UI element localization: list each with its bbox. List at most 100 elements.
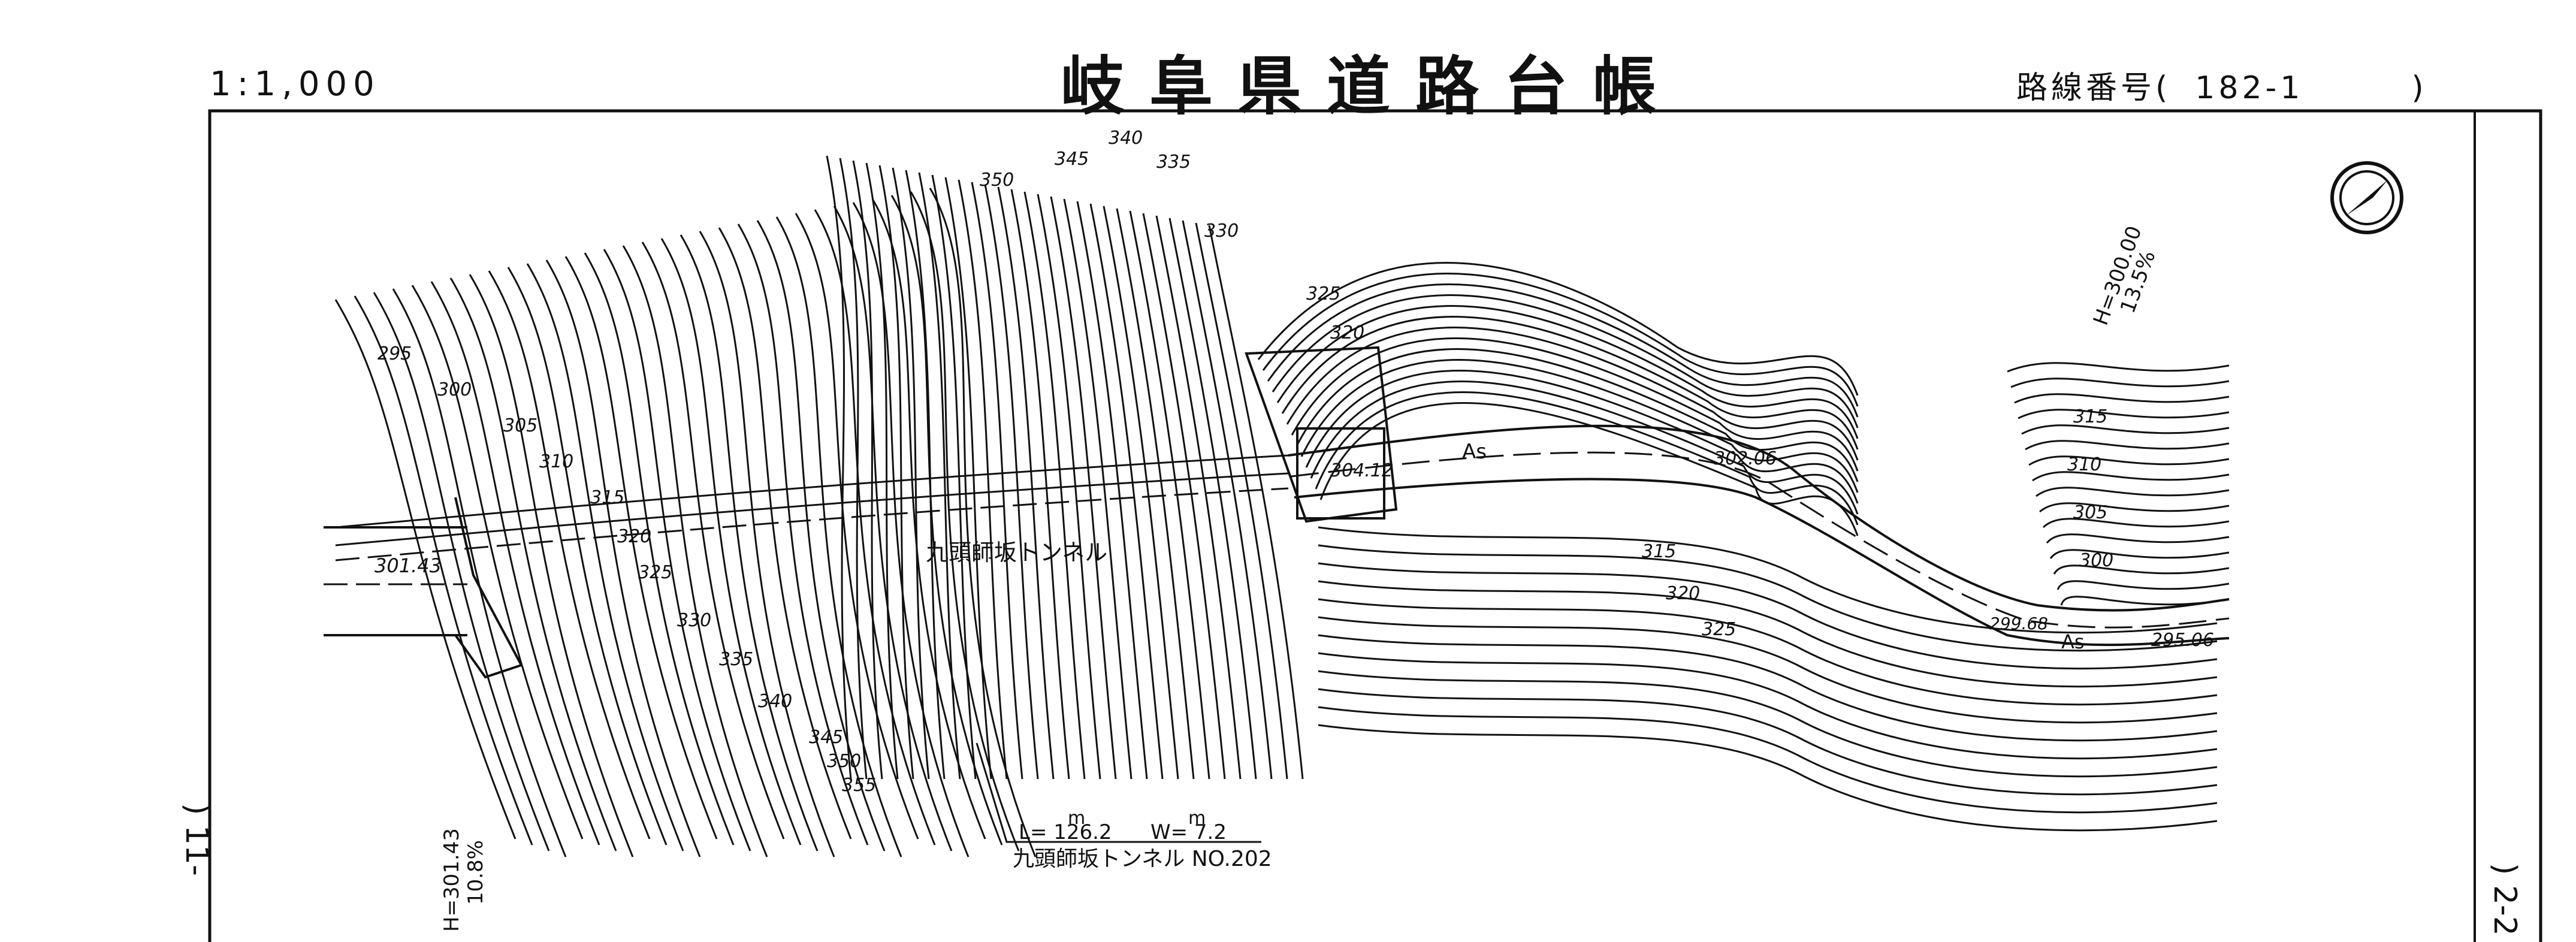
contour-line [1089, 203, 1164, 780]
contour-label: 320 [1330, 322, 1364, 343]
scale-label: 1:1,000 [210, 65, 380, 104]
contour-line [507, 267, 668, 846]
caption-leader [976, 742, 1261, 843]
contour-line [411, 285, 584, 840]
contour-line [1318, 670, 2218, 778]
contour-line [1208, 225, 1304, 780]
contour-line [1318, 598, 2218, 706]
contour-line [1295, 348, 1859, 482]
tunnel-length-unit: m [1068, 808, 1085, 829]
contour-line [699, 231, 835, 858]
contour-line [2010, 378, 2230, 388]
contour-line [449, 277, 617, 852]
contour-label: 320 [1666, 583, 1700, 604]
contour-line [334, 299, 517, 840]
contour-label: 340 [1109, 128, 1143, 149]
contour-label: 305 [2073, 502, 2107, 523]
surface-label-tunnel: As [1462, 440, 1487, 464]
contour-line [1182, 220, 1273, 780]
contour-label: 320 [617, 526, 651, 547]
contour-label: 335 [1156, 152, 1191, 173]
map-frame [208, 109, 2542, 942]
contour-line [839, 158, 868, 780]
contour-line [1023, 191, 1086, 780]
contour-line [488, 270, 651, 840]
grade-left-pct: 10.8% [464, 840, 488, 905]
contour-line [871, 198, 986, 840]
contour-label: 335 [719, 649, 753, 670]
contour-line [2032, 471, 2230, 482]
elevation-east-a: 299.68 [1989, 614, 2048, 633]
contour-label: 340 [758, 691, 792, 712]
contour-line [1318, 688, 2218, 796]
contour-line [2018, 409, 2230, 419]
tunnel-length: L= 126.2 [1019, 820, 1112, 844]
contour-line [622, 245, 768, 858]
contour-label: 330 [1204, 221, 1239, 241]
contour-line [1318, 562, 2218, 670]
contour-line [865, 162, 899, 780]
contour-line [852, 160, 883, 780]
contour-line [833, 206, 953, 852]
contour-line [1318, 526, 2218, 634]
contour-line [971, 182, 1023, 780]
contour-line [958, 179, 1008, 780]
contour-line [1318, 724, 2218, 832]
contour-line [2025, 440, 2230, 451]
contour-line [2049, 549, 2230, 559]
contour-line [1103, 206, 1179, 780]
contour-line [2039, 502, 2230, 513]
west-road [324, 497, 523, 679]
contour-label: 355 [842, 775, 876, 796]
contour-label: 315 [1642, 541, 1676, 562]
contour-line [1318, 580, 2218, 688]
contour-line [469, 274, 634, 858]
contour-line [1010, 189, 1070, 780]
contour-line [2053, 564, 2230, 575]
route-number-value: 182-1 [2195, 70, 2304, 106]
contour-line [2042, 518, 2230, 529]
contour-line [1129, 210, 1210, 780]
contour-line [1142, 213, 1226, 780]
contour-label: 300 [437, 379, 472, 400]
contour-line [1050, 196, 1117, 780]
contour-line [931, 174, 977, 780]
contour-line [1305, 370, 1859, 504]
contour-line [1262, 273, 1859, 407]
contour-label: 330 [677, 610, 711, 631]
right-edge-mark: ) 2-2 [2487, 863, 2523, 936]
contour-line [354, 295, 533, 846]
contour-line [1310, 381, 1859, 515]
contour-labels: 2953003053103153203253303353403453503553… [378, 128, 2113, 796]
contour-line [1116, 208, 1195, 780]
contour-label: 345 [809, 727, 843, 748]
contour-line [756, 220, 886, 852]
contour-line [660, 238, 802, 846]
contour-line [1318, 652, 2218, 760]
tunnel-width-unit: m [1188, 808, 1206, 829]
road [1288, 424, 2230, 647]
contour-line [852, 202, 970, 858]
tunnel-portal [1245, 346, 1398, 523]
contour-label: 325 [1702, 619, 1736, 640]
contour-line [392, 288, 567, 858]
contour-line [910, 191, 1020, 852]
elevation-tunnel-east: 304.12 [1330, 460, 1393, 481]
contour-line [2014, 393, 2230, 404]
contour-line [1168, 218, 1257, 780]
contour-line [2046, 533, 2230, 544]
contour-label: 300 [2079, 550, 2113, 571]
contour-line [929, 188, 1037, 858]
contour-line [1272, 294, 1859, 428]
contour-line [984, 184, 1039, 780]
contour-line [890, 195, 1003, 846]
contour-line [1063, 198, 1133, 780]
contour-line [641, 241, 785, 840]
contour-line [878, 165, 914, 780]
north-arrow-icon [2330, 161, 2403, 234]
contour-line [603, 249, 751, 852]
contour-line [997, 186, 1055, 780]
contour-line [373, 292, 550, 852]
contour-label: 310 [2067, 454, 2101, 475]
contour-line [1286, 327, 1859, 461]
